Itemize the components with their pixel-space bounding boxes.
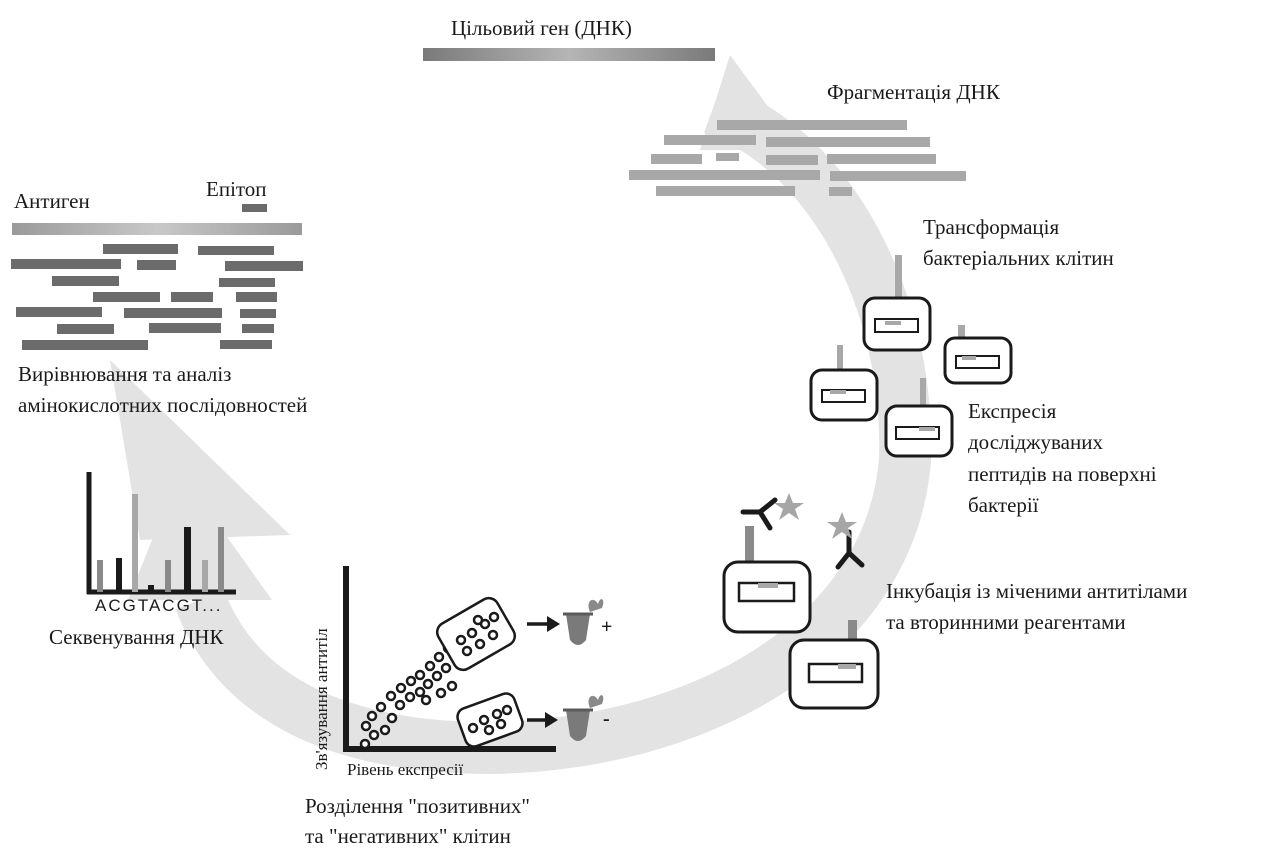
label-star-2	[827, 512, 857, 539]
bacterium-4	[884, 378, 954, 458]
alignment-block	[11, 204, 303, 350]
label-expression-1: Експресія	[968, 399, 1057, 423]
bacterium-1	[862, 255, 932, 352]
label-fragmentation: Фрагментація ДНК	[827, 80, 1000, 104]
arrow-negative	[527, 712, 558, 728]
epitope-bar	[242, 204, 267, 212]
negative-sign: -	[603, 708, 610, 730]
plot-y-axis-label: Зв'язування антитіл	[312, 628, 331, 770]
label-separation-1: Розділення "позитивних"	[305, 794, 531, 818]
label-antigen: Антиген	[14, 189, 90, 213]
bacterium-3	[809, 345, 879, 422]
target-gene-bar	[423, 48, 715, 61]
antigen-bar	[12, 223, 302, 235]
dna-fragments	[629, 120, 966, 196]
bacteria-group-top	[809, 255, 1013, 458]
label-alignment-2: амінокислотних послідовностей	[18, 393, 308, 417]
incubation-group	[722, 493, 880, 710]
label-target-gene: Цільовий ген (ДНК)	[451, 16, 632, 40]
label-incubation-2: та вторинними реагентами	[886, 610, 1126, 634]
label-star-1	[774, 493, 804, 520]
sequencing-chart	[86, 472, 236, 595]
gate-negative	[456, 692, 524, 748]
cycle-arrow-body	[175, 83, 932, 775]
label-transformation-2: бактеріальних клітин	[923, 246, 1114, 270]
cycle-arrow-head-left-tip	[110, 360, 290, 540]
bacterium-5	[722, 526, 812, 634]
label-alignment-1: Вирівнювання та аналіз	[18, 362, 232, 386]
bacterium-2	[943, 325, 1013, 385]
label-epitope: Епітоп	[206, 177, 267, 201]
antibody-1	[740, 497, 778, 531]
label-expression-2: досліджуваних	[968, 430, 1103, 454]
plot-x-axis-label: Рівень експресії	[347, 760, 464, 779]
bacterium-6	[788, 620, 880, 710]
label-transformation-1: Трансформація	[923, 215, 1060, 239]
positive-sign: +	[601, 616, 613, 638]
sorting-plot	[343, 566, 604, 752]
scatter-points	[359, 642, 458, 750]
label-separation-2: та "негативних" клітин	[305, 824, 511, 848]
gate-positive	[435, 596, 517, 672]
cycle-arrow-head-left	[128, 520, 272, 600]
label-expression-4: бактерії	[968, 493, 1039, 517]
label-incubation-1: Інкубація із міченими антитілами	[886, 579, 1188, 603]
label-expression-3: пептидів на поверхні	[968, 462, 1157, 486]
sequence-text: ACGTACGT...	[95, 596, 223, 615]
tube-positive	[563, 599, 604, 645]
tube-negative	[563, 695, 604, 741]
label-sequencing: Секвенування ДНК	[49, 625, 224, 649]
arrow-positive	[527, 616, 560, 632]
